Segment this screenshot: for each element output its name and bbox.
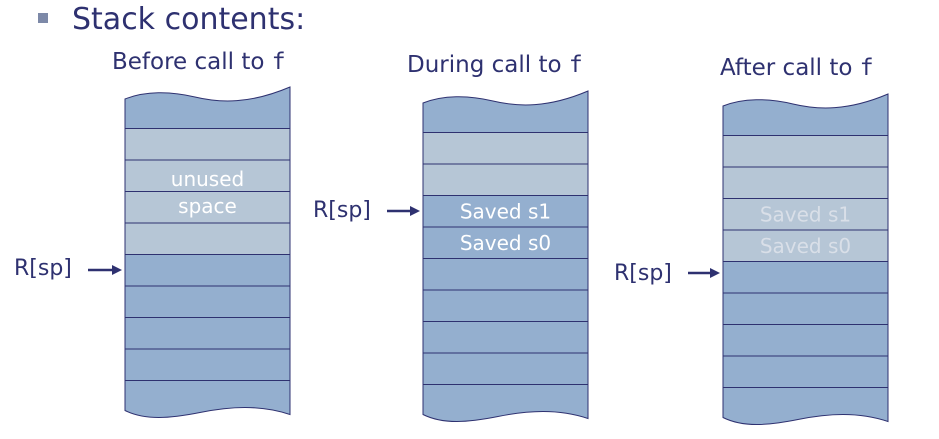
sp-label-before: R[sp] (14, 256, 72, 281)
stack-cell (722, 387, 889, 425)
stack-cell (124, 285, 291, 318)
stack-cell (124, 254, 291, 287)
stack-cell (722, 324, 889, 357)
sp-label-after: R[sp] (614, 261, 672, 286)
unused-space-label: space (178, 194, 237, 218)
stack-cell (124, 222, 291, 255)
stack-cell (422, 289, 589, 322)
stack-cell (124, 380, 291, 418)
stack-cell (722, 93, 889, 136)
stack-during: Saved s1 Saved s0 (387, 90, 589, 422)
saved-register-label: Saved s0 (760, 234, 851, 258)
stack-cell (722, 292, 889, 325)
heading: Stack contents: (72, 2, 306, 37)
arrow-head-icon (112, 265, 122, 275)
stack-cell (422, 132, 589, 165)
saved-register-label: Saved s1 (460, 200, 551, 224)
stack-cell (124, 348, 291, 381)
stack-cell (422, 321, 589, 354)
bullet-icon (38, 13, 48, 23)
stack-cell (124, 317, 291, 350)
stack-cell (124, 191, 291, 224)
stack-cell (422, 258, 589, 291)
stack-cell (722, 355, 889, 388)
stack-after: Saved s1 Saved s0 (688, 93, 889, 425)
stack-cell (422, 163, 589, 196)
stack-cell (722, 166, 889, 199)
stack-cell (722, 261, 889, 294)
stack-cell (422, 384, 589, 422)
sp-label-during: R[sp] (313, 198, 371, 223)
diagram-title-before: Before call to f (112, 49, 286, 75)
arrow-head-icon (710, 268, 720, 278)
stack-cell (422, 90, 589, 133)
stack-before: unused space (88, 86, 291, 418)
diagram-title-after: After call to f (720, 55, 874, 81)
stack-cell (722, 135, 889, 168)
unused-space-label: unused (171, 167, 244, 191)
stack-cell (422, 352, 589, 385)
saved-register-label: Saved s0 (460, 231, 551, 255)
stack-cell (124, 86, 291, 129)
saved-register-label: Saved s1 (760, 203, 851, 227)
stack-cell (722, 198, 889, 231)
stack-cell (422, 195, 589, 228)
arrow-head-icon (410, 206, 420, 216)
diagram-title-during: During call to f (407, 52, 583, 78)
stack-cell (124, 128, 291, 161)
stack-cell (722, 229, 889, 262)
